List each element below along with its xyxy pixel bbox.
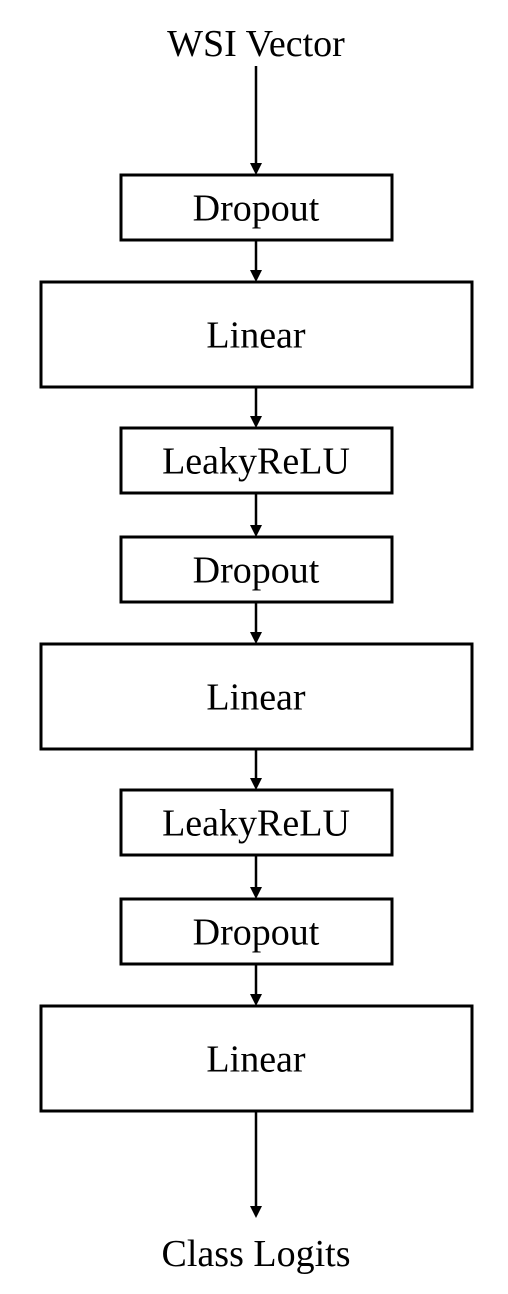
layer-label: Dropout — [193, 188, 320, 230]
layer-linear-8: Linear — [39, 1004, 474, 1113]
layer-label: Dropout — [193, 912, 320, 954]
layer-dropout-4: Dropout — [119, 535, 394, 604]
input-label: WSI Vector — [167, 23, 345, 65]
layer-dropout-7: Dropout — [119, 897, 394, 966]
layer-label: Linear — [206, 1039, 306, 1081]
arrow-1-head — [250, 270, 262, 282]
arrow-4-head — [250, 632, 262, 644]
layer-box — [39, 642, 474, 751]
layer-box — [119, 788, 394, 857]
layer-box — [119, 535, 394, 604]
layer-box — [39, 280, 474, 389]
arrow-6-head — [250, 887, 262, 899]
layer-label: Linear — [206, 677, 306, 719]
layer-label: Dropout — [193, 550, 320, 592]
layer-linear-5: Linear — [39, 642, 474, 751]
layer-box — [39, 1004, 474, 1113]
layer-dropout-1: Dropout — [119, 173, 394, 242]
arrow-8-head — [250, 1206, 262, 1218]
arrow-3-head — [250, 525, 262, 537]
layer-label: LeakyReLU — [162, 441, 350, 483]
layer-label: LeakyReLU — [162, 803, 350, 845]
layer-box — [119, 426, 394, 495]
arrow-2-head — [250, 416, 262, 428]
arrow-5-head — [250, 778, 262, 790]
layer-linear-2: Linear — [39, 280, 474, 389]
output-label: Class Logits — [162, 1233, 351, 1275]
layer-leakyrelu-6: LeakyReLU — [119, 788, 394, 857]
layer-label: Linear — [206, 315, 306, 357]
arrow-7-head — [250, 994, 262, 1006]
arrow-input-head — [250, 163, 262, 175]
layer-leakyrelu-3: LeakyReLU — [119, 426, 394, 495]
layer-box — [119, 897, 394, 966]
layer-box — [119, 173, 394, 242]
